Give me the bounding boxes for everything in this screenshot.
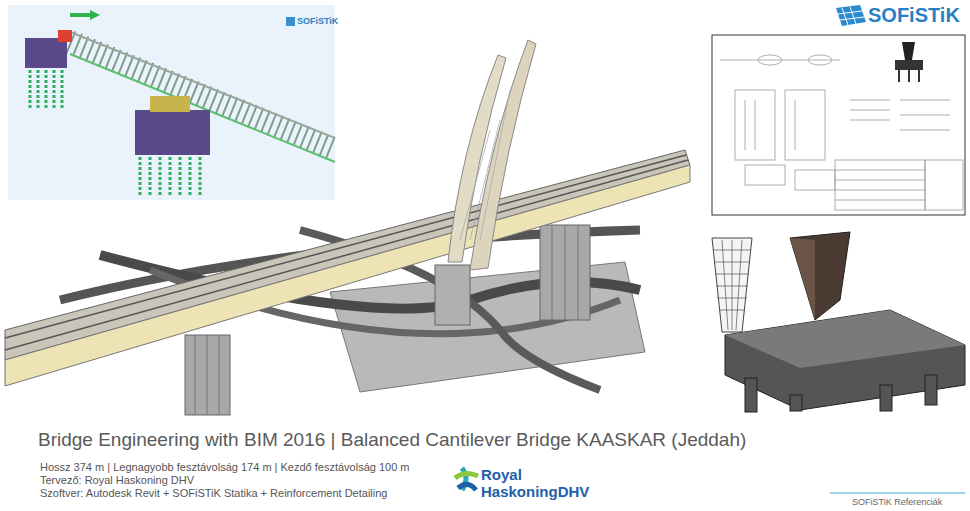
logo-text: SOFiSTiK (868, 4, 960, 27)
logo-text: Royal (481, 466, 522, 483)
sofistik-logo-mark (836, 5, 866, 26)
footer-note: SOFiSTiK Referenciák (852, 497, 942, 507)
pier-reinforcement (712, 232, 965, 412)
slide-title: Bridge Engineering with BIM 2016 | Balan… (38, 429, 746, 451)
bridge-render (5, 40, 690, 415)
designer-note: Tervező: Royal Haskoning DHV (40, 474, 194, 487)
drawing-sheet (712, 35, 965, 215)
software-note: Szoftver: Autodesk Revit + SOFiSTiK Stat… (40, 487, 387, 500)
royal-haskoning-logo-mark (455, 468, 478, 490)
project-data: Hossz 374 m | Legnagyobb fesztávolság 17… (40, 461, 410, 474)
logo-text: SOFiSTiK (297, 16, 338, 26)
logo-text: HaskoningDHV (481, 483, 589, 500)
model-panel (8, 5, 335, 200)
footer-rule (830, 492, 965, 494)
